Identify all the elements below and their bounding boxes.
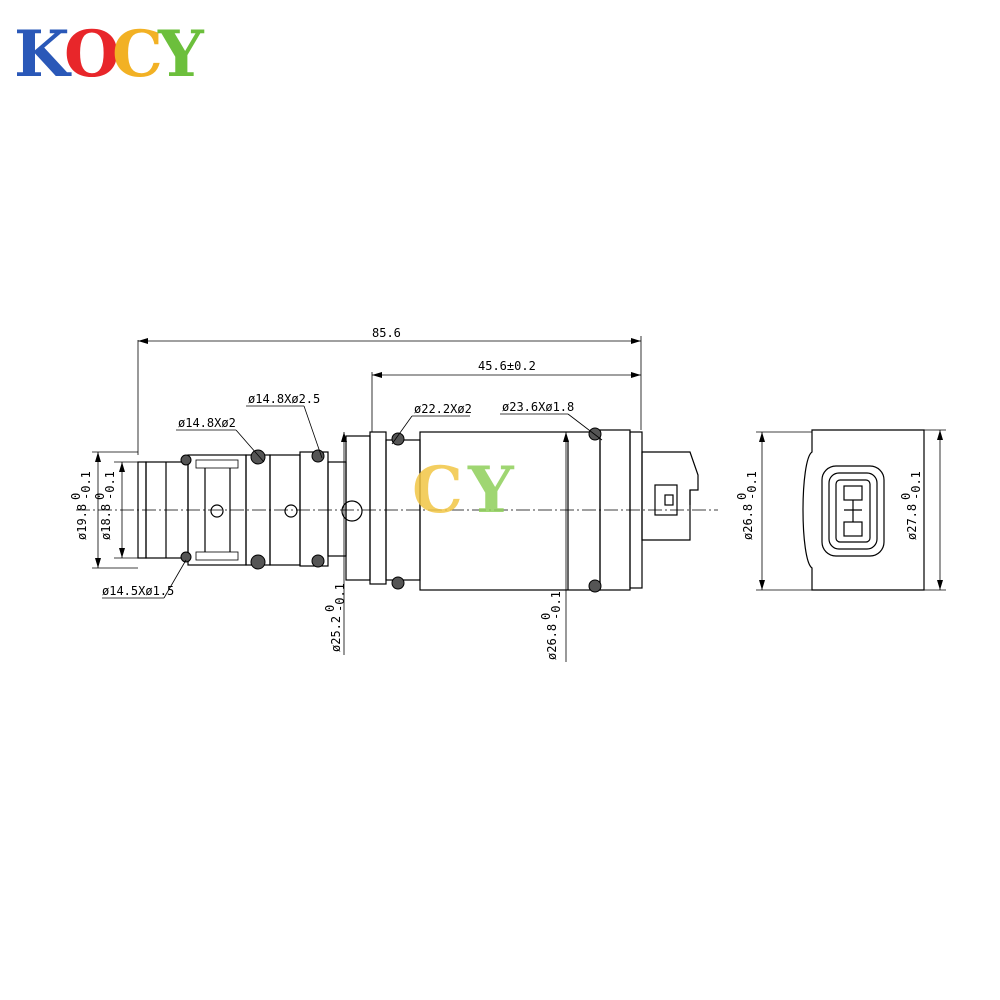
end-dia-26-8-tol-upper: 0 [735,493,749,500]
overall-length-label: 85.6 [372,326,401,340]
valve-inlet-end [137,431,387,585]
logo-letter-c: C [112,17,163,92]
logo-letter-y: Y [157,17,205,92]
dia-19-8-tol-upper: 0 [69,493,83,500]
valve-end-view [802,429,925,591]
oring-c-bottom [311,554,325,568]
dim-end-view-diameters: ø26.8 0 -0.1 ø27.8 0 -0.1 [735,429,946,591]
kocy-logo: K O C Y [14,17,205,92]
dia-26-8-tol-upper: 0 [539,613,553,620]
valve-coil-body [385,429,643,591]
dia-25-2-tol-lower: -0.1 [333,583,347,612]
logo-letter-k: K [14,17,72,92]
oring-b-bottom [250,554,266,570]
valve-connector-side [641,451,699,541]
end-dia-26-8-tol-lower: -0.1 [745,471,759,500]
dia-25-2-tol-upper: 0 [323,605,337,612]
dia-26-8-label: ø26.8 [545,624,559,660]
oring-d-top [391,432,405,446]
dia-26-8-tol-lower: -0.1 [549,591,563,620]
oring-d-bottom [391,576,405,590]
oring-5-label: ø14.5Xø1.5 [102,584,174,598]
oring-a-bottom [180,551,192,563]
oring-1-label: ø14.8Xø2 [178,416,236,430]
end-dia-27-8-tol-lower: -0.1 [909,471,923,500]
end-dia-27-8-tol-upper: 0 [899,493,913,500]
dim-inlet-diameters: ø19.8 0 -0.1 ø18.8 0 -0.1 [69,451,138,569]
dia-19-8-label: ø19.8 [75,504,89,540]
dim-body-length: 45.6±0.2 [371,359,641,432]
oring-4-label: ø23.6Xø1.8 [502,400,574,414]
oring-e-bottom [588,579,602,593]
dia-25-2-label: ø25.2 [329,616,343,652]
end-dia-26-8-label: ø26.8 [741,504,755,540]
oring-2-label: ø14.8Xø2.5 [248,392,320,406]
oring-c-top [311,449,325,463]
oring-callouts: ø14.8Xø2 ø14.8Xø2.5 ø22.2Xø2 ø23.6Xø1.8 … [102,392,603,599]
cy-watermark: C Y [412,453,515,528]
oring-a-top [180,454,192,466]
body-length-label: 45.6±0.2 [478,359,536,373]
oring-3-label: ø22.2Xø2 [414,402,472,416]
dim-dia-26-8-body: ø26.8 0 -0.1 [539,432,569,662]
dia-18-8-label: ø18.8 [99,504,113,540]
watermark-letter-c: C [412,453,463,528]
dim-dia-25-2: ø25.2 0 -0.1 [323,432,347,655]
dim-overall-length: 85.6 [137,326,642,455]
dia-18-8-tol-upper: 0 [93,493,107,500]
dia-19-8-tol-lower: -0.1 [79,471,93,500]
end-dia-27-8-label: ø27.8 [905,504,919,540]
dia-18-8-tol-lower: -0.1 [103,471,117,500]
oring-b-top [250,449,266,465]
watermark-letter-y: Y [467,453,515,528]
logo-letter-o: O [64,17,120,92]
